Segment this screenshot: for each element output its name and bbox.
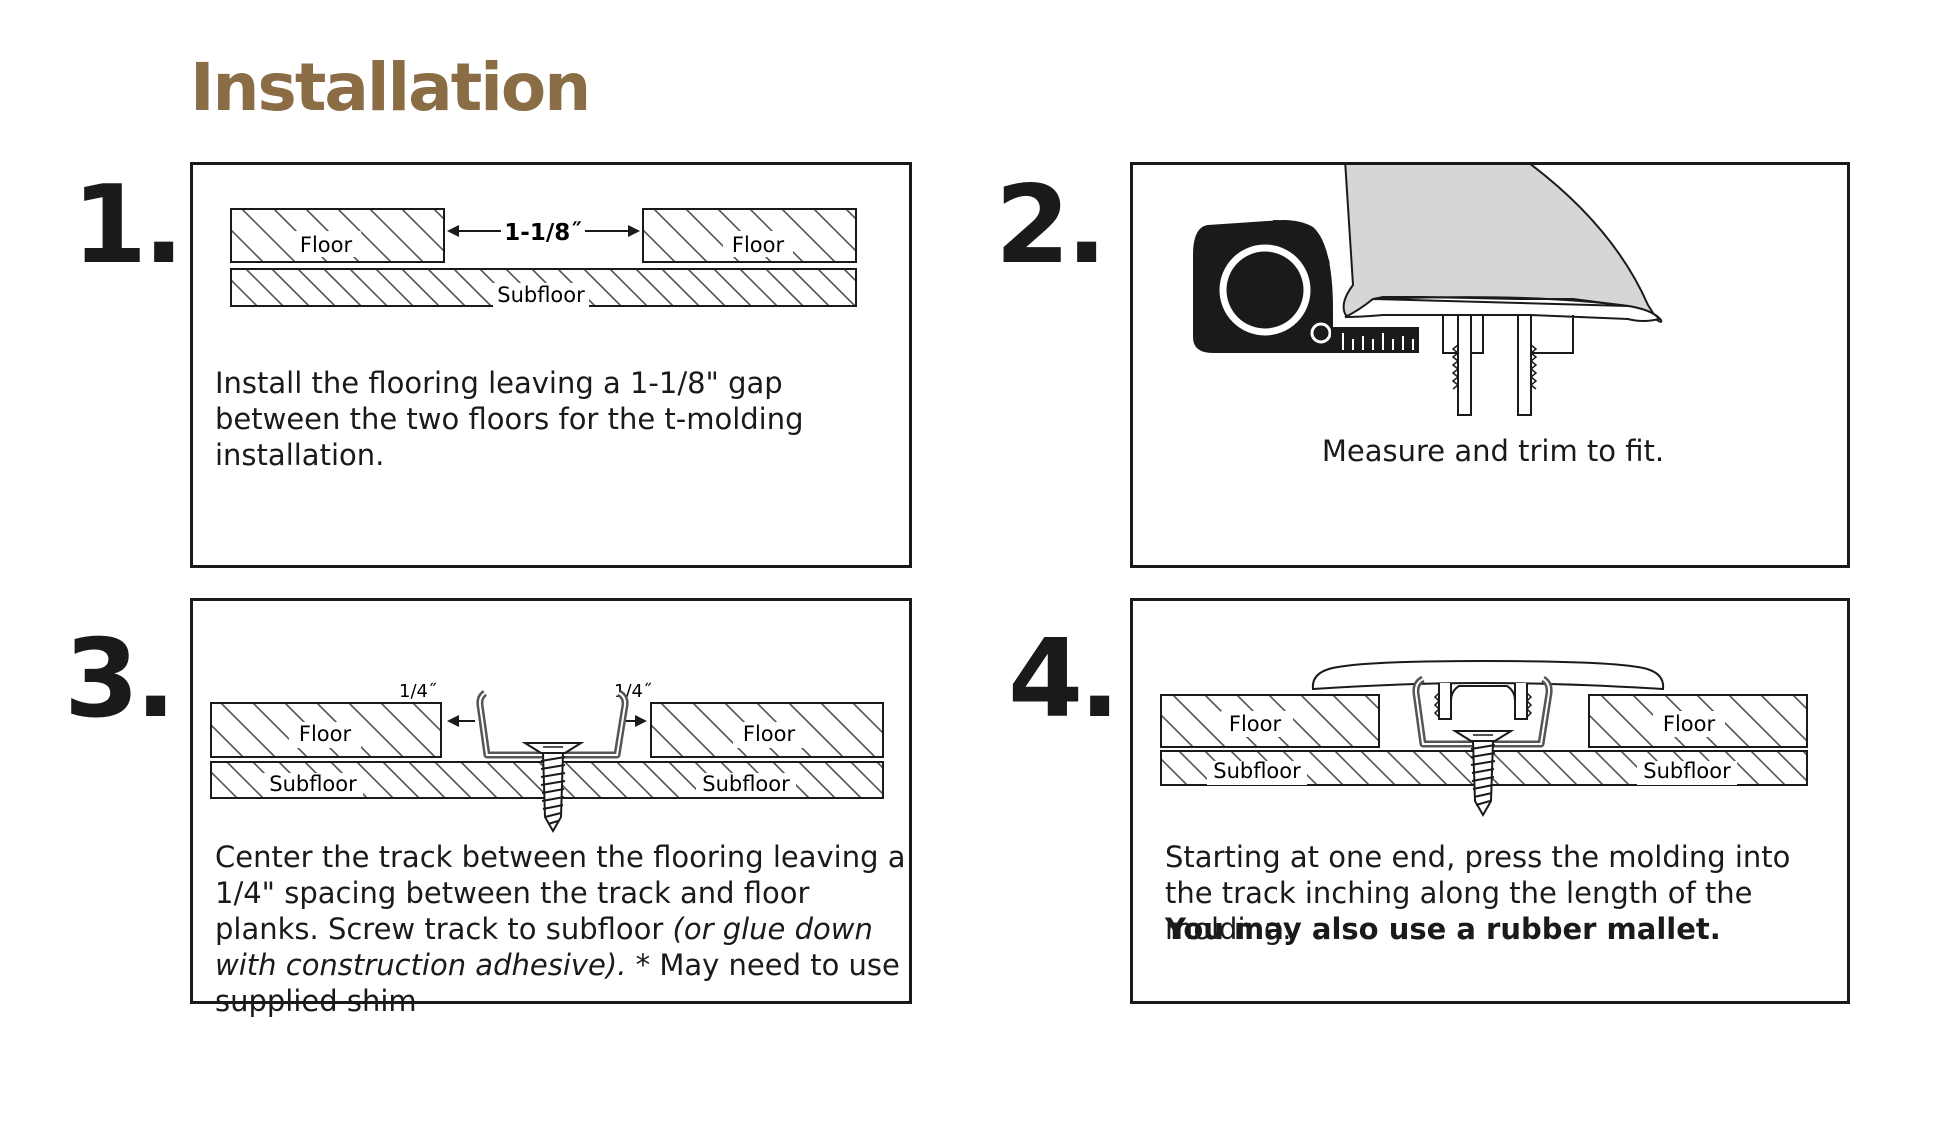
tape-measure-icon (1193, 220, 1419, 353)
floor-right-label: Floor (743, 722, 796, 746)
floor-left-label: Floor (299, 722, 352, 746)
step-4-diagram: Floor Floor Subfloor Subfloor (1160, 659, 1808, 818)
step-4-caption: Starting at one end, press the molding i… (1165, 840, 1791, 946)
subfloor-right-label: Subfloor (702, 772, 790, 796)
gap-dimension-label: 1-1/8˝ (504, 220, 582, 246)
step-2-caption: Measure and trim to fit. (1321, 434, 1665, 468)
step-3-caption-italic: (or glue down with construction adhesive… (215, 912, 873, 982)
step-2-panel: Measure and trim to fit. (1130, 162, 1850, 568)
step-3-diagram: Floor Floor Subfloor Subfloor 1/4˝ 1/4˝ (210, 681, 884, 834)
step-number-4: 4. (1008, 617, 1120, 742)
screw-icon (521, 742, 585, 834)
step-1-panel: Floor Floor Subfloor 1-1/8˝ Install the … (190, 162, 912, 568)
step-3-caption-end: * May need to use supplied shim (215, 948, 900, 1018)
step-4-caption-bold: You may also use a rubber mallet. (1165, 912, 1721, 946)
screw-icon (1451, 730, 1515, 818)
step-2-diagram (1193, 165, 1663, 416)
subfloor-label: Subfloor (497, 283, 585, 307)
step-number-1: 1. (72, 163, 184, 288)
step-1-caption: Install the flooring leaving a 1-1/8" ga… (215, 366, 804, 472)
floor-right-label: Floor (1663, 712, 1716, 736)
page-title: Installation (190, 49, 591, 126)
step-3-caption: Center the track between the flooring le… (215, 839, 915, 1019)
step-number-3: 3. (64, 617, 176, 742)
subfloor-left-label: Subfloor (1213, 759, 1301, 783)
floor-right-label: Floor (732, 233, 785, 257)
floor-left-label: Floor (1229, 712, 1282, 736)
step-number-2: 2. (995, 163, 1107, 288)
step-3-panel: Floor Floor Subfloor Subfloor 1/4˝ 1/4˝ … (190, 598, 912, 1018)
spacing-right-label: 1/4˝ (614, 681, 652, 702)
step-4-panel: Floor Floor Subfloor Subfloor Starting a… (1130, 598, 1850, 1004)
subfloor-left-label: Subfloor (269, 772, 357, 796)
step-3-caption-main: Center the track between the flooring le… (215, 840, 906, 946)
spacing-left-label: 1/4˝ (399, 681, 437, 702)
t-molding (1311, 659, 1665, 691)
t-molding (1342, 165, 1658, 321)
subfloor-right-label: Subfloor (1643, 759, 1731, 783)
step-1-diagram: Floor Floor Subfloor 1-1/8˝ (230, 208, 857, 307)
floor-left-label: Floor (300, 233, 353, 257)
